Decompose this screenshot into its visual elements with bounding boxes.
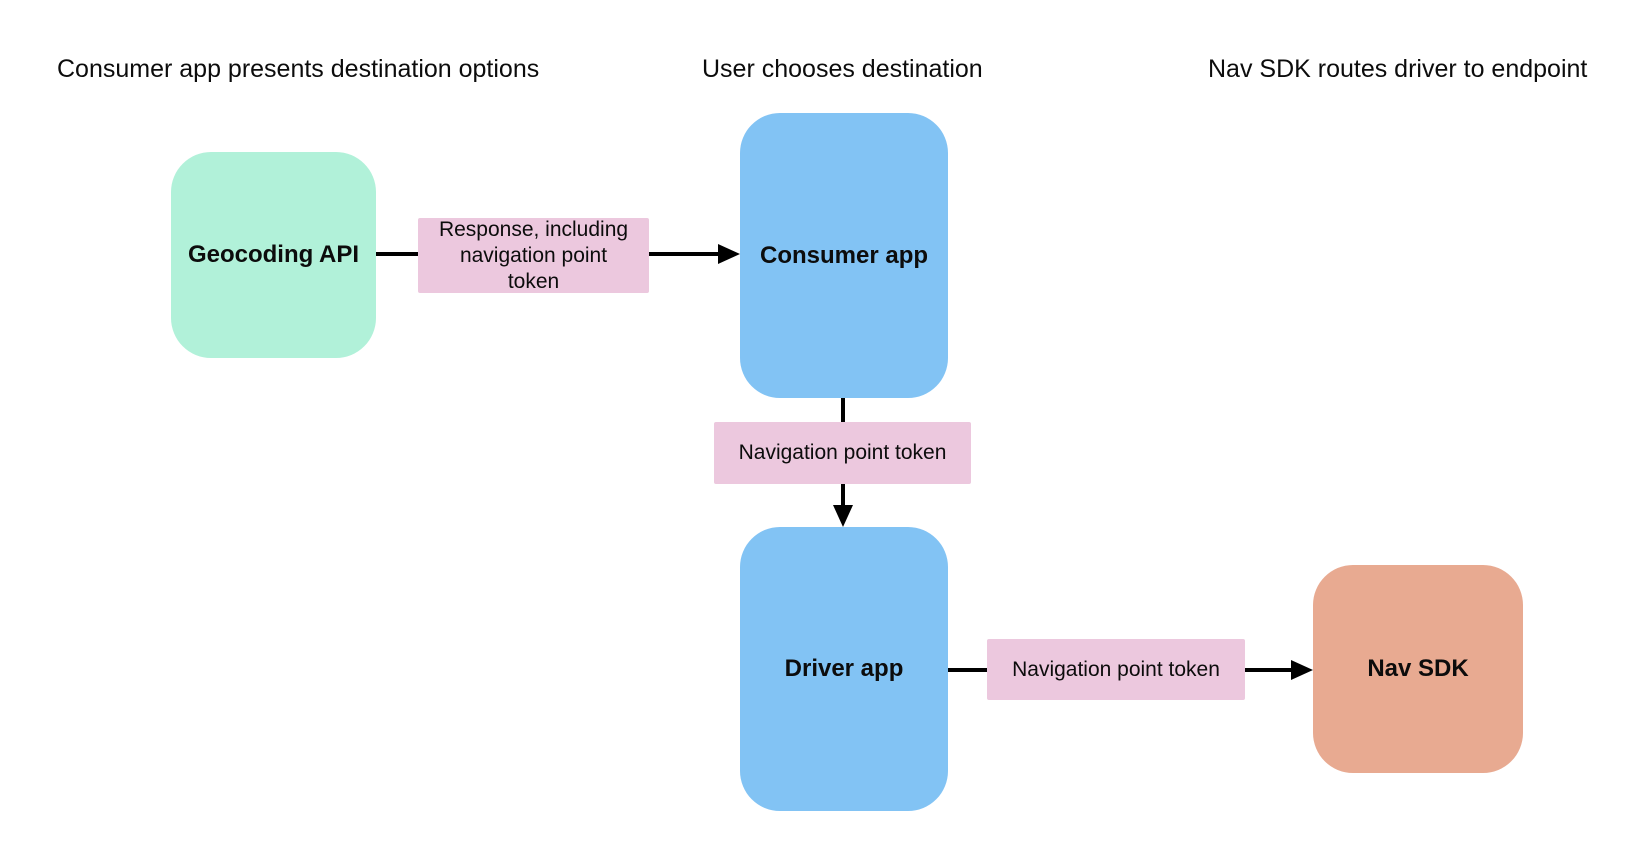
arrowhead-into-nav-sdk xyxy=(1291,660,1313,680)
column-header-user-chooses: User chooses destination xyxy=(702,55,983,83)
edge-label-navigation-point-token-driver-navsdk: Navigation point token xyxy=(987,639,1245,700)
arrow-line-response-label-to-consumer xyxy=(649,252,722,256)
node-driver-app: Driver app xyxy=(740,527,948,811)
node-geocoding-api: Geocoding API xyxy=(171,152,376,358)
arrowhead-into-consumer-app xyxy=(718,244,740,264)
node-driver-app-label: Driver app xyxy=(784,655,904,682)
arrowhead-into-driver-app xyxy=(833,505,853,527)
arrow-line-geocoding-to-response-label xyxy=(376,252,418,256)
column-header-navsdk-routes: Nav SDK routes driver to endpoint xyxy=(1208,55,1588,83)
arrow-line-driver-to-token-label xyxy=(948,668,987,672)
node-nav-sdk-label: Nav SDK xyxy=(1367,655,1469,682)
arrow-line-token-label-to-navsdk xyxy=(1245,668,1293,672)
node-consumer-app: Consumer app xyxy=(740,113,948,398)
edge-label-response-including-token: Response, including navigation point tok… xyxy=(418,218,649,293)
edge-label-navigation-point-token-consumer-driver: Navigation point token xyxy=(714,422,971,484)
node-nav-sdk: Nav SDK xyxy=(1313,565,1523,773)
column-header-consumer-presents: Consumer app presents destination option… xyxy=(57,55,540,83)
node-consumer-app-label: Consumer app xyxy=(759,241,929,269)
node-geocoding-api-label: Geocoding API xyxy=(187,241,360,268)
